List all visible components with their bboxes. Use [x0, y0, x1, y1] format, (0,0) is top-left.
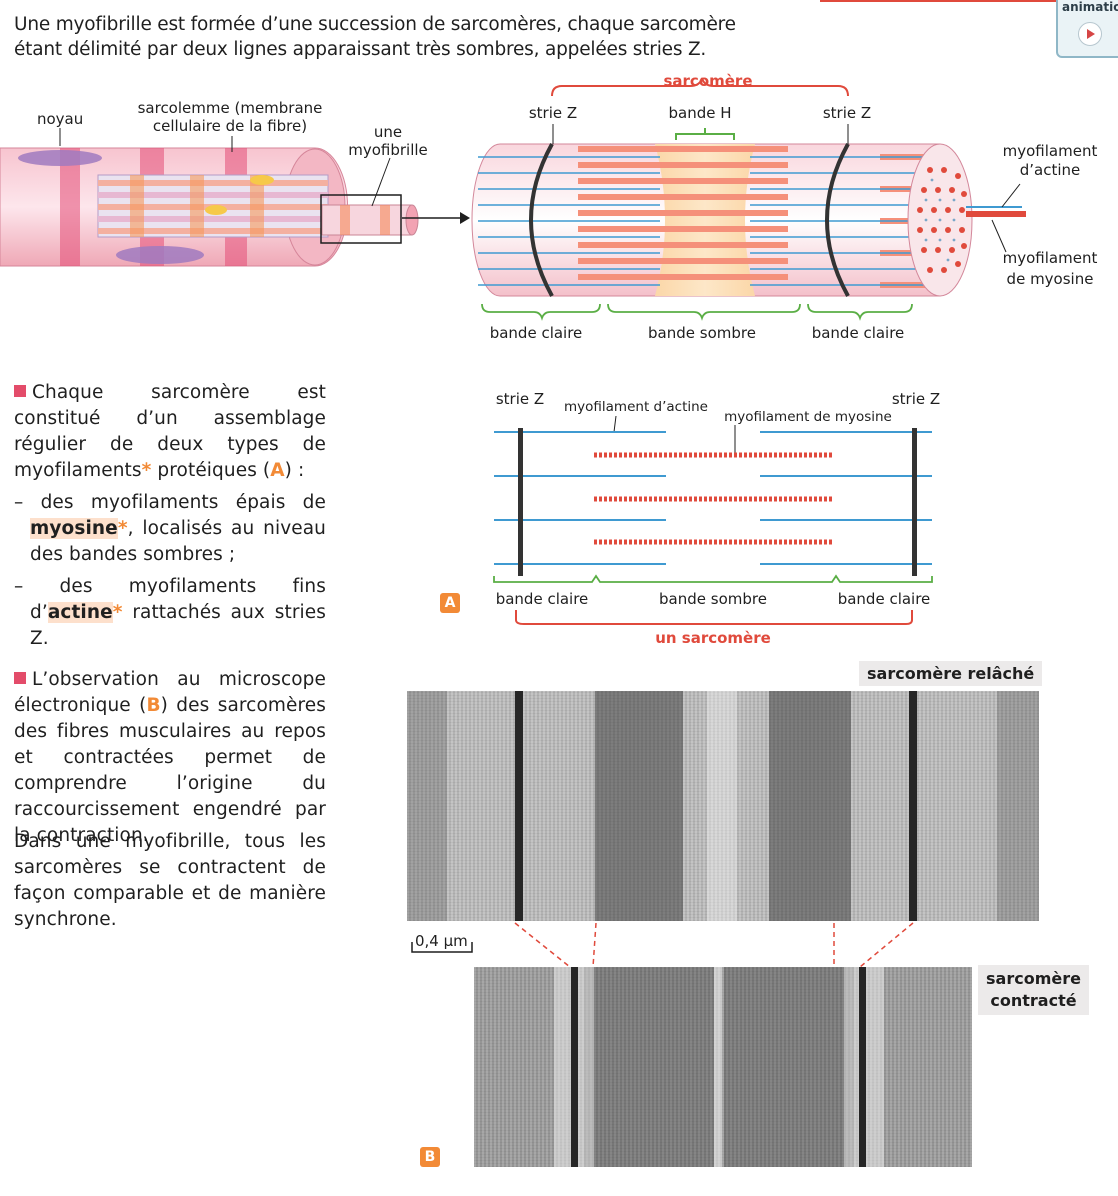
label-sarcomere: sarcomère — [663, 72, 752, 90]
muscle-fiber — [0, 147, 419, 267]
label-bande-h: bande H — [668, 104, 731, 122]
sarcomere-schema-a: strie Z strie Z myofilament d’actine myo… — [493, 390, 940, 647]
label-strie-z-left: strie Z — [529, 104, 577, 122]
label-sarcolemme-1: sarcolemme (membrane — [138, 99, 323, 117]
arrow-right-icon — [460, 212, 470, 224]
label-myosine-1: myofilament — [1003, 249, 1098, 267]
bullet-square-icon — [14, 672, 26, 684]
list-item-myosine: – des myofilaments épais de myosine*, lo… — [14, 492, 326, 565]
sarcomere-cylinder — [471, 143, 1026, 297]
paragraph-observation: L’observation au microscope électronique… — [14, 669, 326, 846]
label-sarcomere-relache: sarcomère relâché — [859, 661, 1043, 686]
label-strie-z-a-left: strie Z — [496, 390, 544, 408]
scale-bar — [411, 942, 473, 953]
label-bande-claire-a-right: bande claire — [838, 590, 931, 608]
list-item-actine: – des myofilaments fins d’actine* rattac… — [14, 576, 326, 649]
label-myosine-a: myofilament de myosine — [724, 409, 892, 425]
bullet-square-icon — [14, 385, 26, 397]
label-myofibrille-1: une — [374, 123, 402, 141]
label-strie-z-a-right: strie Z — [892, 390, 940, 408]
badge-b: B — [420, 1147, 440, 1167]
intro-text: Une myofibrille est formée d’une success… — [14, 14, 736, 60]
paragraph-myofilaments: Chaque sarcomère est constitué d’un asse… — [14, 380, 326, 652]
label-strie-z-right: strie Z — [823, 104, 871, 122]
label-myofibrille-2: myofibrille — [348, 141, 428, 159]
label-bande-claire-a-left: bande claire — [496, 590, 589, 608]
paragraph-synchrone: Dans une myofibrille, tous les sarcomère… — [14, 831, 326, 930]
label-actine-a: myofilament d’actine — [564, 399, 708, 415]
top-accent-line — [820, 0, 1060, 2]
label-bande-claire-right: bande claire — [812, 324, 905, 342]
label-actine-2: d’actine — [1020, 161, 1081, 179]
label-bande-claire-left: bande claire — [490, 324, 583, 342]
micrograph-relaxed — [407, 691, 1039, 921]
label-myosine-2: de myosine — [1007, 270, 1094, 288]
label-actine-1: myofilament — [1003, 142, 1098, 160]
label-sarcolemme-2: cellulaire de la fibre) — [153, 117, 307, 135]
label-bande-sombre: bande sombre — [648, 324, 756, 342]
comparison-guides — [514, 922, 914, 968]
label-bande-sombre-a: bande sombre — [659, 590, 767, 608]
badge-a: A — [440, 593, 460, 613]
label-noyau: noyau — [37, 110, 83, 128]
play-icon — [1078, 22, 1102, 46]
scale-label: 0,4 µm — [415, 932, 468, 950]
animation-button[interactable]: animatio — [1056, 0, 1118, 58]
animation-label: animatio — [1062, 0, 1118, 14]
myofibril-diagram: noyau sarcolemme (membrane cellulaire de… — [0, 72, 1098, 342]
label-un-sarcomere: un sarcomère — [655, 629, 771, 647]
micrograph-contracted — [474, 967, 972, 1167]
